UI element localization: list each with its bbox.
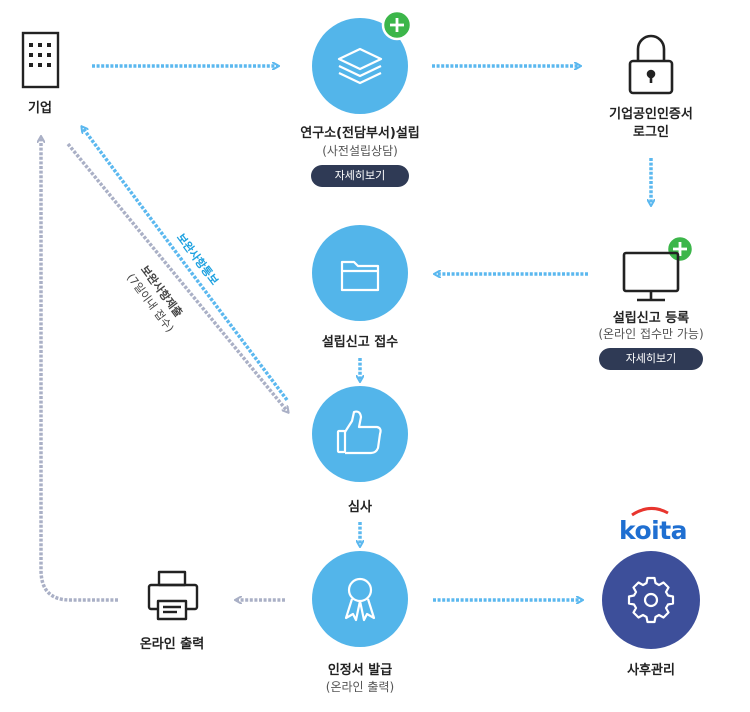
- cert-login-label-line1: 기업공인인증서: [609, 107, 693, 122]
- company-label: 기업: [28, 101, 52, 116]
- cert-login-label-line2: 로그인: [633, 125, 669, 140]
- issue-sub: (온라인 출력): [325, 680, 395, 694]
- award-icon: [344, 577, 376, 622]
- print-label: 온라인 출력: [139, 637, 205, 652]
- review-circle: [312, 386, 408, 482]
- plus-icon[interactable]: [381, 9, 413, 41]
- aftercare-circle: [602, 551, 700, 649]
- apply-detail-button[interactable]: 자세히보기: [599, 348, 703, 370]
- gear-icon: [627, 576, 675, 624]
- plus-icon[interactable]: [665, 234, 695, 264]
- thumbs-up-icon: [336, 410, 382, 455]
- building-icon: [21, 31, 60, 89]
- institute-circle: [312, 18, 408, 114]
- logo-arc: [631, 507, 669, 517]
- arrow-company-to-review: [66, 142, 288, 412]
- issue-circle: [312, 551, 408, 647]
- apply-sub: (온라인 접수만 가능): [598, 327, 704, 341]
- koita-logo: koita: [619, 516, 688, 545]
- institute-sub: (사전설립상담): [322, 144, 398, 158]
- printer-icon: [147, 570, 199, 621]
- review-label: 심사: [348, 500, 372, 515]
- receipt-label: 설립신고 접수: [321, 335, 399, 350]
- aftercare-label: 사후관리: [627, 663, 675, 678]
- arrow-review-to-company: [82, 127, 289, 402]
- receipt-circle: [312, 225, 408, 321]
- layers-icon: [337, 47, 383, 85]
- lock-icon: [628, 34, 674, 95]
- institute-label: 연구소(전담부서)설립: [300, 126, 420, 141]
- issue-label: 인정서 발급: [327, 663, 393, 678]
- arrow-print-to-company: [41, 137, 118, 602]
- monitor-icon: [622, 251, 680, 302]
- apply-label: 설립신고 등록: [612, 311, 690, 326]
- folder-icon: [340, 260, 380, 292]
- institute-detail-button[interactable]: 자세히보기: [311, 165, 409, 187]
